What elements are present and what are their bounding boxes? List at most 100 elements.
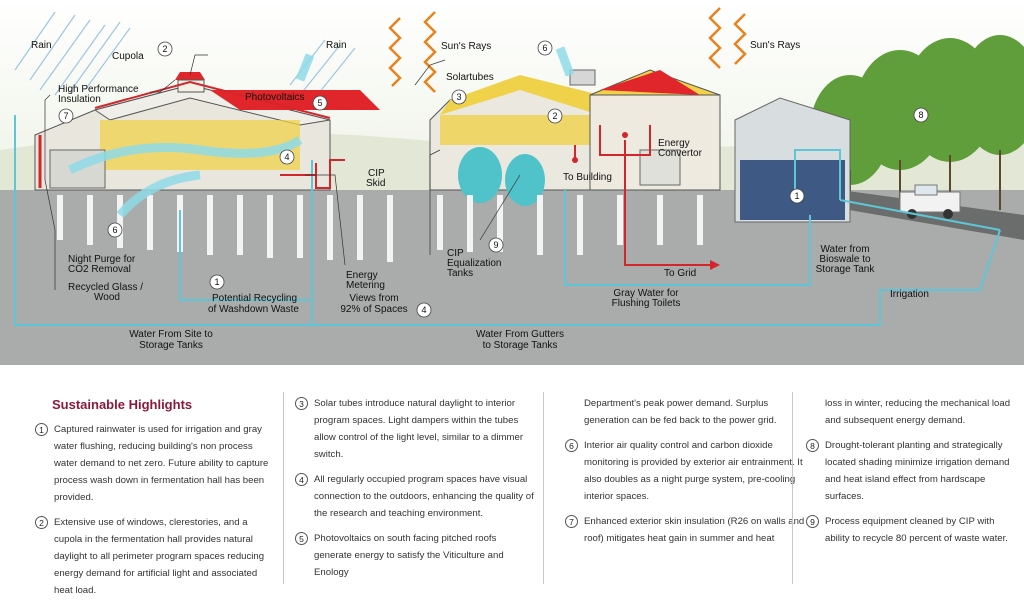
highlight-text: Solar tubes introduce natural daylight t…	[314, 398, 524, 460]
label-views-1: Views from	[349, 293, 398, 304]
label-water-site-1: Water From Site to	[129, 329, 213, 340]
label-bioswale-1: Water from	[820, 244, 869, 255]
number-badge: 9	[806, 515, 819, 528]
label-cip-tanks-3: Tanks	[447, 268, 473, 279]
label-night-purge-1: Night Purge for	[68, 254, 136, 265]
building-diagram: Rain Cupola High Performance Insulation …	[0, 0, 1024, 365]
sun-ray-2	[388, 17, 402, 87]
number-badge: 4	[295, 473, 308, 486]
label-potential-recycling-1: Potential Recycling	[212, 293, 297, 304]
svg-text:3: 3	[456, 92, 461, 102]
column-divider	[792, 392, 793, 584]
label-cip-skid-1: CIP	[368, 168, 385, 179]
column-divider	[283, 392, 284, 584]
sun-ray-4	[733, 13, 747, 65]
highlights-title: Sustainable Highlights	[52, 397, 193, 412]
svg-text:2: 2	[552, 111, 557, 121]
highlight-text: Enhanced exterior skin insulation (R26 o…	[584, 516, 805, 544]
label-recycled-glass-1: Recycled Glass /	[68, 282, 143, 293]
building-dot	[572, 157, 578, 163]
label-suns-rays-center: Sun's Rays	[441, 41, 491, 52]
label-energy-convertor-1: Energy	[658, 138, 690, 149]
fermentation-hall	[34, 72, 380, 191]
label-insulation-1: High Performance	[58, 84, 139, 95]
label-energy-convertor-2: Convertor	[658, 148, 703, 159]
marker-5: 5	[312, 95, 328, 111]
label-suns-rays-right: Sun's Rays	[750, 40, 800, 51]
label-photovoltaics: Photovoltaics	[245, 92, 304, 103]
diagram-svg: Rain Cupola High Performance Insulation …	[0, 0, 1024, 365]
label-gray-water-1: Gray Water for	[613, 288, 679, 299]
label-energy-metering-2: Metering	[346, 280, 385, 291]
marker-6: 6	[537, 40, 553, 56]
label-water-gutters-2: to Storage Tanks	[483, 340, 558, 351]
column-divider	[543, 392, 544, 584]
highlight-item-4: 4 All regularly occupied program spaces …	[295, 471, 535, 522]
middle-building	[429, 69, 721, 191]
highlight-text: Extensive use of windows, clerestories, …	[54, 517, 265, 596]
label-potential-recycling-2: of Washdown Waste	[208, 304, 299, 315]
label-energy-metering-1: Energy	[346, 270, 378, 281]
label-rain-center: Rain	[326, 40, 347, 51]
marker-7: 7	[58, 108, 74, 124]
label-views-2: 92% of Spaces	[340, 304, 407, 315]
label-gray-water-2: Flushing Toilets	[612, 298, 681, 309]
leader-lines	[44, 54, 521, 290]
number-badge: 3	[295, 397, 308, 410]
label-water-gutters-1: Water From Gutters	[476, 329, 564, 340]
truck	[899, 184, 961, 219]
svg-text:6: 6	[112, 225, 117, 235]
highlight-item-6: 6 Interior air quality control and carbo…	[565, 437, 805, 505]
water-lines	[14, 115, 1001, 326]
ground-section	[0, 186, 1024, 365]
highlight-continuation: Department's peak power demand. Surplus …	[584, 398, 777, 426]
highlight-item-5: 5 Photovoltaics on south facing pitched …	[295, 530, 535, 581]
number-badge: 1	[35, 423, 48, 436]
energy-lines	[280, 125, 710, 266]
marker-8: 8	[913, 107, 929, 123]
label-recycled-glass-2: Wood	[94, 292, 120, 303]
marker-6-lower: 6	[107, 222, 123, 238]
svg-text:4: 4	[284, 152, 289, 162]
label-to-grid: To Grid	[664, 268, 696, 279]
highlights-column-3: Department's peak power demand. Surplus …	[565, 395, 805, 555]
marker-2-hall: 2	[547, 108, 563, 124]
label-night-purge-2: CO2 Removal	[68, 264, 131, 275]
cip-tanks	[458, 147, 545, 206]
air-flows	[67, 46, 575, 218]
highlight-text: Photovoltaics on south facing pitched ro…	[314, 533, 504, 578]
marker-3: 3	[451, 89, 467, 105]
number-badge: 2	[35, 516, 48, 529]
highlight-item-8: 8 Drought-tolerant planting and strategi…	[806, 437, 1011, 505]
label-water-site-2: Storage Tanks	[139, 340, 203, 351]
marker-4-interior: 4	[279, 149, 295, 165]
to-grid-arrow	[710, 260, 720, 270]
marker-9: 9	[488, 237, 504, 253]
highlight-item-9: 9 Process equipment cleaned by CIP with …	[806, 513, 1011, 547]
svg-text:7: 7	[63, 111, 68, 121]
sun-ray-1	[423, 11, 437, 93]
number-badge: 6	[565, 439, 578, 452]
highlights-column-4: loss in winter, reducing the mechanical …	[806, 395, 1011, 555]
highlights-column-2: 3 Solar tubes introduce natural daylight…	[295, 395, 535, 589]
highlight-item-2: 2 Extensive use of windows, clerestories…	[35, 514, 275, 599]
highlight-item-7: 7 Enhanced exterior skin insulation (R26…	[565, 513, 805, 547]
highlight-item-1: 1 Captured rainwater is used for irrigat…	[35, 421, 275, 506]
svg-text:1: 1	[214, 277, 219, 287]
label-cupola: Cupola	[112, 51, 144, 62]
highlight-text: Captured rainwater is used for irrigatio…	[54, 424, 269, 503]
highlight-text: Drought-tolerant planting and strategica…	[825, 440, 1010, 502]
label-rain-left: Rain	[31, 40, 52, 51]
label-cip-tanks-1: CIP	[447, 248, 464, 259]
highlight-continuation: loss in winter, reducing the mechanical …	[825, 398, 1011, 426]
foundation-piles	[57, 195, 703, 262]
svg-text:4: 4	[421, 305, 426, 315]
svg-text:8: 8	[918, 110, 923, 120]
highlight-text: Process equipment cleaned by CIP with ab…	[825, 516, 1008, 544]
marker-1-recycling: 1	[209, 274, 225, 290]
marker-1-tank: 1	[789, 188, 805, 204]
label-bioswale-2: Bioswale to	[819, 254, 871, 265]
marker-2-cupola: 2	[157, 41, 173, 57]
convertor-dot	[622, 132, 628, 138]
label-to-building: To Building	[563, 172, 612, 183]
